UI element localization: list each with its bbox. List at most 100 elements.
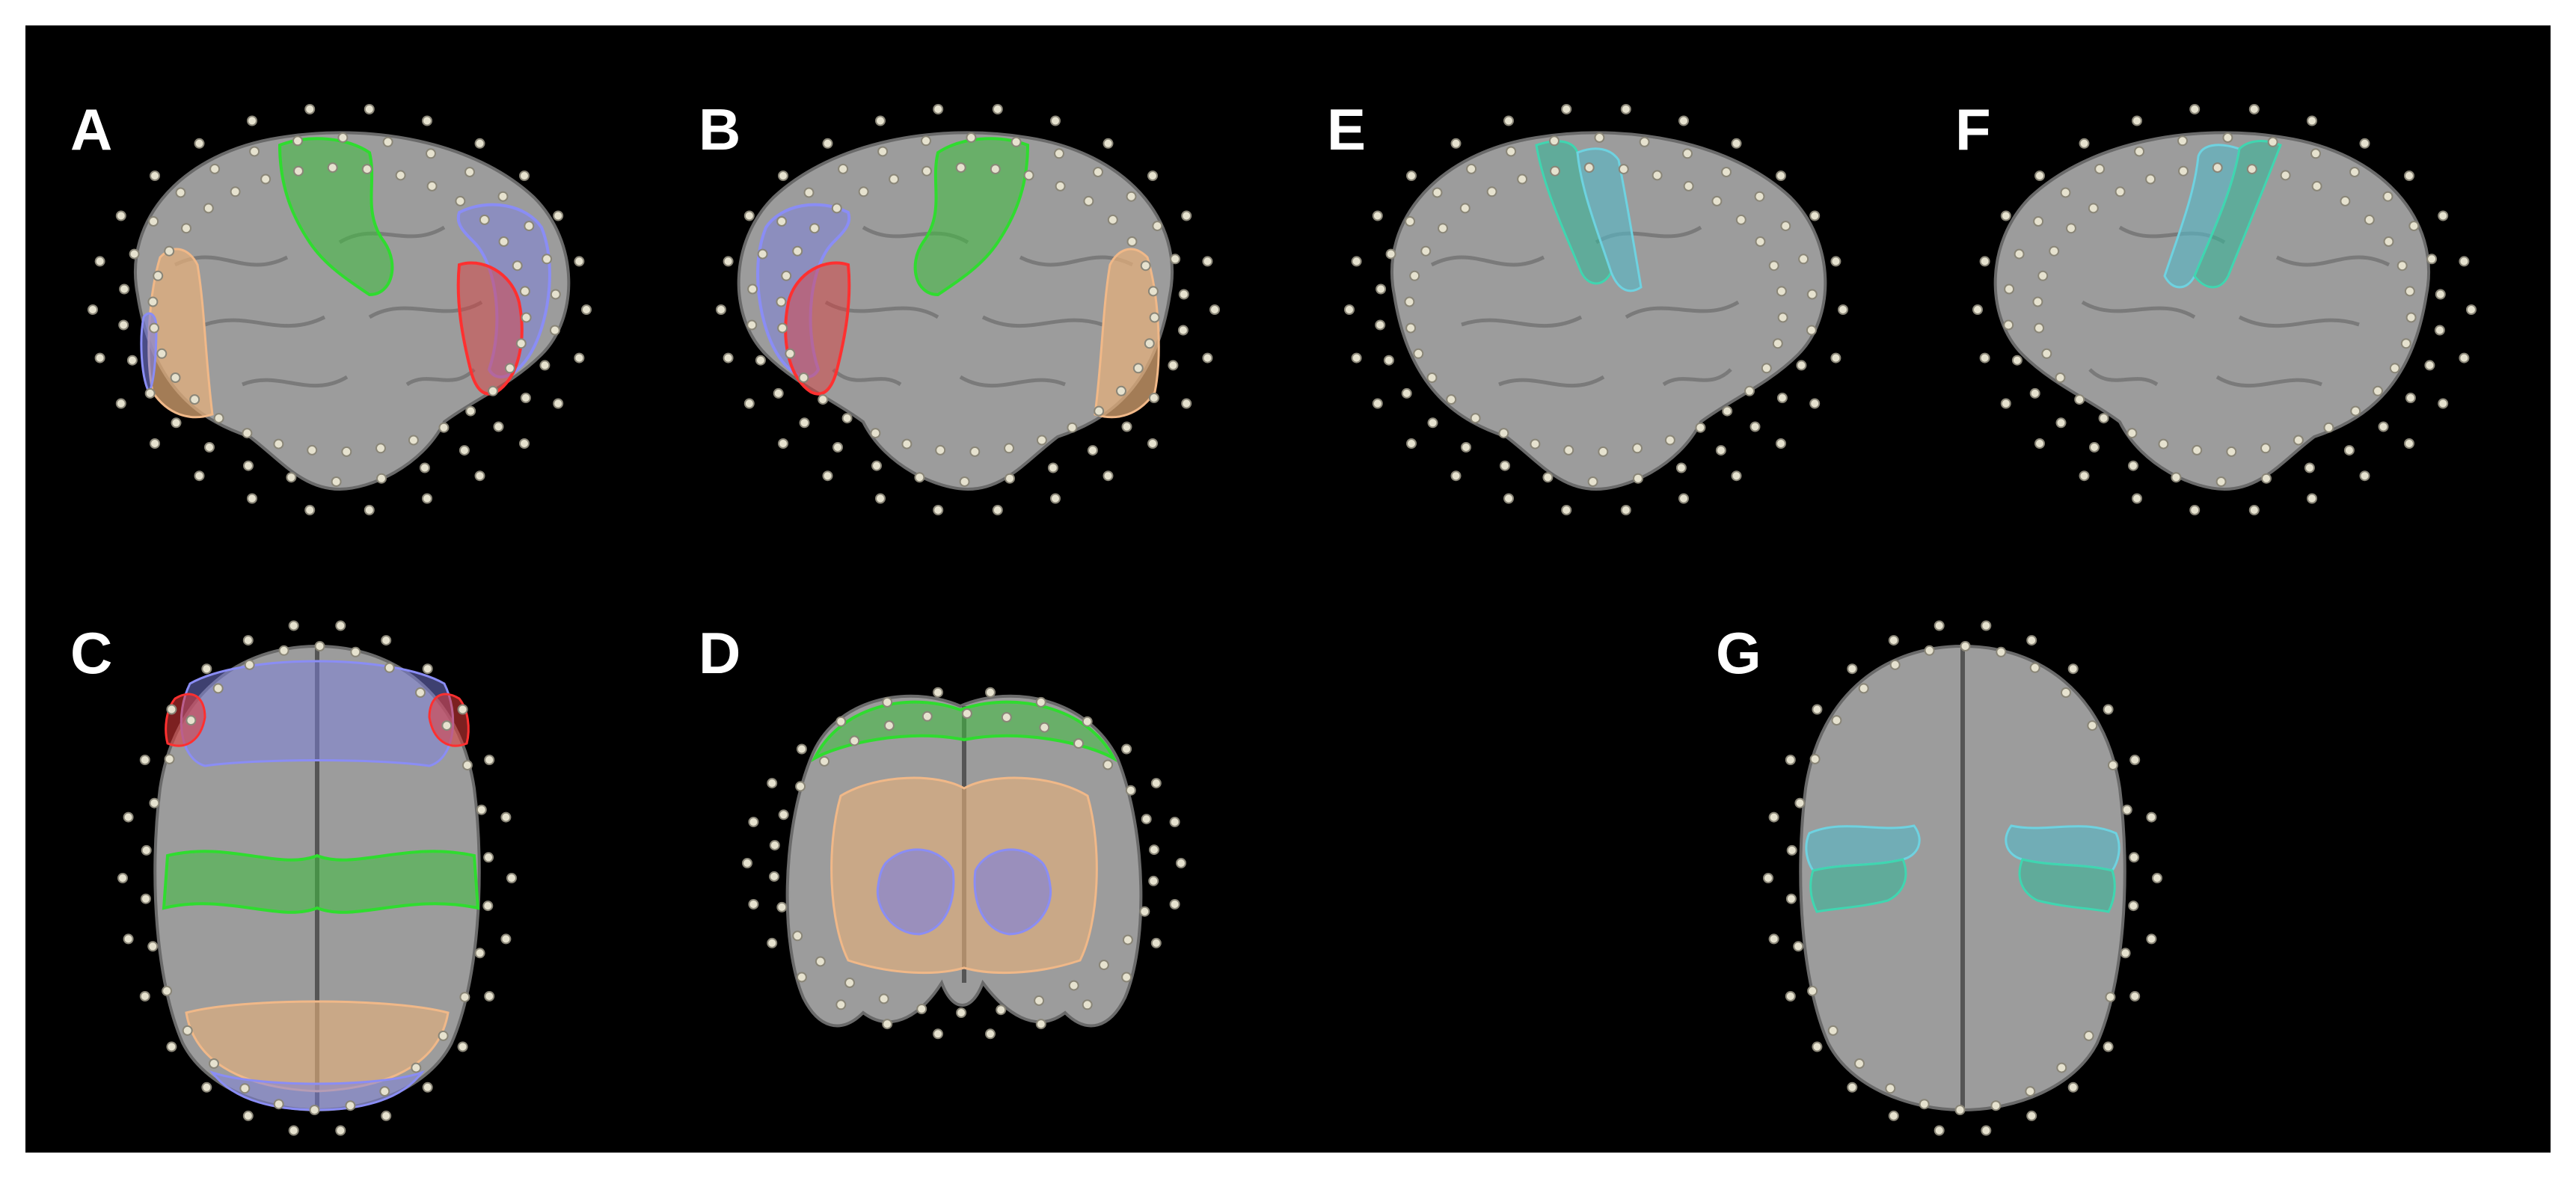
electrode-dot bbox=[2396, 260, 2408, 272]
electrode-dot bbox=[1633, 473, 1643, 484]
gyri-texture bbox=[824, 225, 1134, 388]
electrode-dot bbox=[147, 296, 159, 307]
electrode-dot bbox=[1776, 286, 1787, 297]
electrode-dot bbox=[2311, 180, 2322, 191]
electrode-dot bbox=[247, 115, 257, 126]
electrode-dot bbox=[247, 493, 257, 504]
panel-b: B bbox=[684, 70, 1252, 579]
electrode-dot bbox=[2222, 132, 2233, 143]
electrode-dot bbox=[2382, 191, 2393, 202]
electrode-dot bbox=[1103, 470, 1114, 482]
electrode-dot bbox=[2146, 812, 2157, 823]
electrode-dot bbox=[2459, 352, 2470, 363]
panel-c: C bbox=[55, 594, 579, 1147]
electrode-dot bbox=[574, 256, 585, 267]
electrode-dot bbox=[115, 398, 126, 409]
region-green bbox=[913, 137, 1030, 297]
electrode-dot bbox=[2055, 372, 2066, 383]
electrode-dot bbox=[1786, 844, 1797, 856]
electrode-dot bbox=[1960, 641, 1971, 651]
electrode-dot bbox=[1563, 444, 1574, 455]
electrode-dot bbox=[985, 1028, 996, 1040]
electrode-dot bbox=[1036, 435, 1047, 446]
electrode-dot bbox=[288, 1125, 299, 1136]
electrode-dot bbox=[123, 933, 134, 945]
electrode-dot bbox=[1722, 405, 1733, 417]
electrode-dot bbox=[1121, 972, 1132, 983]
electrode-dot bbox=[2120, 948, 2131, 959]
electrode-dot bbox=[792, 930, 803, 942]
electrode-dot bbox=[1990, 1100, 2002, 1111]
electrode-dot bbox=[2171, 472, 2182, 483]
electrode-dot bbox=[1682, 148, 1693, 159]
electrode-dot bbox=[914, 472, 925, 483]
electrode-dot bbox=[1807, 985, 1818, 996]
electrode-dot bbox=[164, 245, 175, 257]
electrode-dot bbox=[166, 704, 177, 715]
electrode-dot bbox=[166, 1041, 177, 1052]
electrode-dot bbox=[1035, 1019, 1046, 1030]
electrode-dot bbox=[2033, 216, 2044, 227]
electrode-dot bbox=[792, 245, 803, 257]
region-orange bbox=[830, 776, 1098, 975]
region-blue bbox=[456, 203, 551, 378]
electrode-dot bbox=[1068, 980, 1079, 991]
electrode-dot bbox=[422, 493, 432, 504]
electrode-dot bbox=[376, 473, 387, 484]
electrode-dot bbox=[1827, 1025, 1839, 1036]
electrode-dot bbox=[1500, 460, 1510, 471]
electrode-dot bbox=[1121, 421, 1132, 432]
electrode-dot bbox=[304, 104, 316, 114]
electrode-dot bbox=[1678, 115, 1689, 126]
electrode-dot bbox=[1785, 893, 1797, 904]
electrode-dot bbox=[542, 254, 553, 265]
electrode-dot bbox=[933, 104, 944, 114]
electrode-dot bbox=[457, 1041, 468, 1052]
electrode-dot bbox=[2041, 348, 2052, 359]
electrode-dot bbox=[716, 304, 726, 315]
electrode-dot bbox=[1678, 493, 1689, 504]
electrode-dot bbox=[2438, 210, 2449, 221]
electrode-dot bbox=[955, 162, 966, 174]
electrode-dot bbox=[1055, 180, 1066, 191]
electrode-dot bbox=[1073, 738, 1084, 749]
electrode-dot bbox=[992, 104, 1003, 114]
electrode-dot bbox=[189, 394, 200, 405]
electrode-dot bbox=[422, 1082, 433, 1093]
electrode-dot bbox=[1796, 360, 1807, 371]
electrode-dot bbox=[1409, 270, 1420, 281]
electrode-dot bbox=[1103, 759, 1114, 770]
electrode-dot bbox=[2383, 236, 2394, 247]
electrode-dot bbox=[1664, 435, 1675, 446]
electrode-dot bbox=[2177, 135, 2188, 147]
electrode-dot bbox=[961, 708, 972, 719]
electrode-dot bbox=[438, 422, 450, 433]
electrode-dot bbox=[748, 899, 759, 909]
electrode-dot bbox=[242, 635, 254, 646]
electrode-dot bbox=[350, 646, 361, 657]
electrode-dot bbox=[1888, 1110, 1899, 1121]
electrode-dot bbox=[1632, 443, 1643, 454]
region-blue-occipital bbox=[209, 1070, 426, 1111]
panel-label-b: B bbox=[699, 96, 741, 162]
electrode-dot bbox=[144, 387, 156, 399]
figure-panel: A B C bbox=[25, 25, 2551, 1153]
electrode-dot bbox=[2404, 286, 2415, 297]
electrode-dot bbox=[1517, 174, 1528, 185]
electrode-dot bbox=[2466, 304, 2477, 315]
electrode-dot bbox=[382, 136, 393, 147]
electrode-dot bbox=[164, 753, 175, 764]
electrode-dot bbox=[1001, 712, 1012, 723]
region-blue-right bbox=[973, 848, 1052, 936]
electrode-dot bbox=[1050, 493, 1061, 504]
electrode-dot bbox=[1768, 812, 1779, 823]
electrode-dot bbox=[1351, 352, 1362, 363]
electrode-dot bbox=[990, 164, 1001, 175]
electrode-dot bbox=[2079, 470, 2090, 482]
brain-top-view bbox=[117, 620, 517, 1136]
electrode-dot bbox=[1675, 462, 1687, 473]
electrode-dot bbox=[2014, 248, 2025, 260]
electrode-dot bbox=[1744, 385, 1755, 396]
electrode-dot bbox=[1776, 438, 1786, 449]
electrode-dot bbox=[1798, 254, 1809, 265]
